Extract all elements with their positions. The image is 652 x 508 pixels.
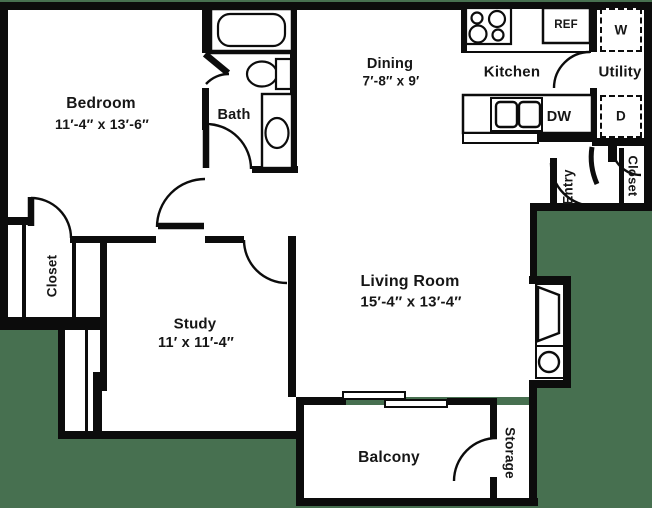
floor-area-bedroom-lower [8, 203, 530, 235]
burner-icon [487, 9, 507, 29]
island-counter-edge [462, 132, 539, 144]
washer-box [600, 8, 642, 52]
sliding-door-panel-1 [342, 391, 406, 400]
bedroom-dims: 11′-4″ x 13′-6″ [55, 116, 149, 132]
refrigerator [541, 6, 592, 45]
entry-label: Entry [560, 169, 576, 205]
bedroom-label: Bedroom [66, 95, 136, 112]
wall-bedroom-study-b [205, 236, 244, 243]
bedroom-door-arc [155, 177, 206, 228]
wall-right [644, 2, 652, 210]
wall-study-left [100, 243, 107, 391]
sliding-door-panel-2 [384, 399, 448, 408]
wall-balcony-top-right [447, 398, 497, 405]
dryer-label: D [616, 108, 626, 124]
study-label: Study [173, 315, 217, 333]
sink-basin-right [517, 100, 542, 129]
wall-living-right-lower [529, 387, 537, 506]
wall-entry-left [550, 158, 557, 207]
burner-icon [491, 28, 505, 42]
wall-storage-left-upper [490, 402, 497, 438]
wall-study-living [288, 236, 296, 397]
entry-door-arc [549, 162, 595, 208]
wall-kitchen-utility-lower [590, 88, 597, 142]
floor-area-closet-study [8, 235, 296, 317]
entry-door-leaf [588, 146, 600, 186]
wall-bedroom-study-a [70, 236, 156, 243]
utility-label: Utility [598, 63, 642, 81]
wall-bath-right [290, 2, 297, 173]
bathtub [216, 12, 287, 48]
wall-bath-bottom [252, 166, 298, 173]
closet-left-label: Closet [44, 254, 60, 298]
wall-closet-right-left [619, 148, 624, 207]
floor-area-study-mid [107, 317, 296, 331]
wall-closet-bottom [0, 317, 107, 330]
wall-left [0, 2, 8, 330]
kitchen-label: Kitchen [483, 63, 541, 81]
closet-right-label: Closet [625, 155, 641, 197]
burner-icon [468, 24, 488, 44]
bath-label: Bath [217, 107, 251, 123]
wall-nook-right [563, 276, 571, 388]
living-room-label: Living Room [360, 273, 460, 290]
wall-balcony-bottom [296, 498, 538, 506]
wall-nook-bottom [529, 380, 571, 388]
closet-divider-2 [72, 243, 76, 317]
wall-utility-bottom [592, 138, 652, 146]
toilet-bowl [245, 60, 279, 88]
refrigerator-label: REF [554, 19, 578, 31]
balcony-label: Balcony [358, 449, 420, 466]
closet-divider-1 [22, 224, 26, 317]
dining-dims: 7′-8″ x 9′ [362, 73, 420, 89]
wall-bay-left [58, 330, 65, 431]
dining-label: Dining [366, 56, 414, 72]
living-room-dims: 15′-4″ x 13′-4″ [360, 293, 462, 311]
bath-door-arc [205, 122, 253, 170]
wall-kitchen-entry [538, 134, 597, 142]
wall-bath-left-upper [202, 2, 209, 53]
door-arcs [30, 50, 642, 482]
toilet-tank [274, 57, 293, 91]
wall-study-bottom [58, 431, 304, 439]
dishwasher-label: DW [546, 109, 572, 125]
study-door-arc [242, 239, 288, 285]
wall-kitchen-utility-upper [590, 2, 597, 52]
fireplace [536, 285, 561, 343]
study-bay-mullion [93, 372, 102, 431]
closet-right-door-arc [610, 145, 642, 177]
sink [264, 116, 290, 150]
wall-top [0, 2, 652, 10]
burner-icon [470, 11, 484, 25]
wall-living-right-upper [530, 203, 537, 277]
sink-basin-left [494, 100, 519, 129]
storage-label: Storage [502, 427, 518, 479]
storage-door-arc [452, 436, 498, 482]
bath-bedroom-door-leaf [202, 51, 231, 76]
study-bay-window [85, 330, 88, 431]
wall-balcony-left [296, 397, 304, 506]
dryer-box [600, 95, 642, 138]
wall-bath-left-mid [202, 88, 209, 130]
closet-left-door-arc [30, 196, 73, 239]
washer-label: W [614, 22, 628, 38]
floor-area-living-room [296, 235, 530, 397]
wall-nook-top [529, 276, 571, 284]
wall-balcony-top-left [296, 397, 346, 405]
wall-bedroom-closet-left [0, 217, 33, 225]
water-heater [537, 350, 561, 374]
kitchen-utility-door-arc [552, 50, 591, 89]
wall-counter-stub [461, 8, 468, 53]
door-leaves [27, 51, 600, 230]
study-dims: 11′ x 11′-4″ [158, 335, 234, 351]
bath-bedroom-door-arc [205, 72, 230, 85]
wall-storage-left-lower [490, 477, 497, 502]
